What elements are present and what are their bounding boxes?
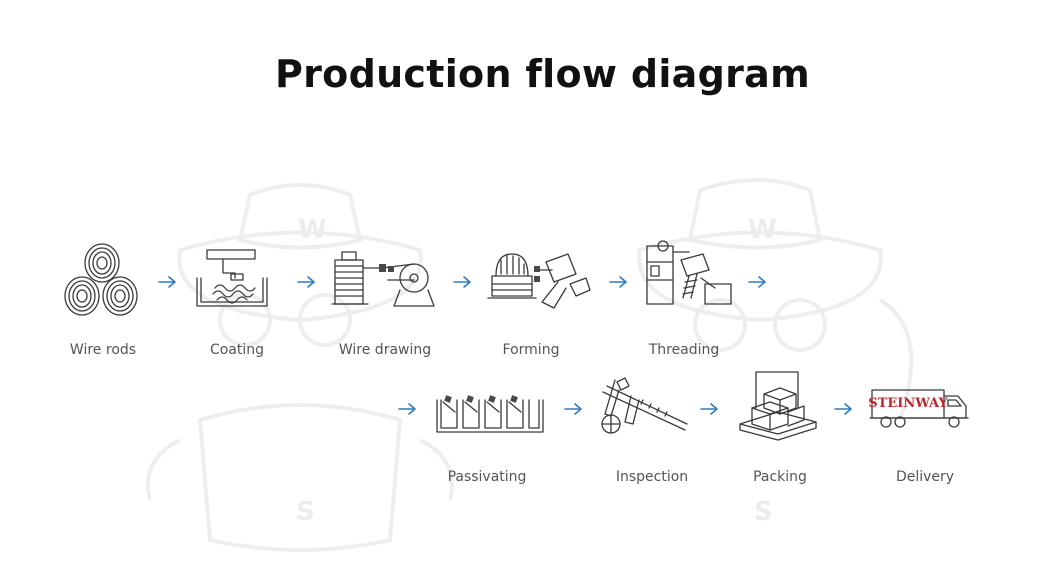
step-threading (645, 240, 735, 310)
step-label: Passivating (447, 469, 527, 485)
forming-press-icon (487, 253, 591, 309)
watermark-mascot-right (637, 178, 914, 421)
packed-boxes-icon (739, 371, 817, 441)
arrow-right-icon (609, 276, 627, 288)
watermark-letter: W (298, 215, 327, 245)
caliper-icon (601, 377, 688, 434)
passivating-tanks-icon (436, 395, 544, 433)
arrow-right-icon (564, 403, 582, 415)
step-coating (195, 248, 275, 313)
step-inspection (597, 377, 689, 442)
step-label: Inspection (615, 469, 689, 485)
diagram-title: Production flow diagram (274, 52, 810, 96)
step-forming (487, 246, 593, 314)
arrow-right-icon (748, 276, 766, 288)
watermark-letter: S (754, 497, 773, 527)
arrow-right-icon (297, 276, 315, 288)
arrow-right-icon (453, 276, 471, 288)
watermark-letter: W (748, 215, 777, 245)
step-label: Forming (502, 342, 560, 358)
step-label: Wire drawing (338, 342, 432, 358)
watermark-letter: S (296, 497, 315, 527)
step-packing (738, 368, 820, 441)
step-wire-rods (62, 238, 142, 323)
arrow-right-icon (700, 403, 718, 415)
wire-drawing-machine-icon (331, 251, 435, 307)
delivery-truck-icon: STEINWAY (868, 389, 969, 428)
step-passivating (435, 392, 547, 436)
arrow-right-icon (834, 403, 852, 415)
threading-machine-icon (646, 240, 732, 305)
arrow-right-icon (398, 403, 416, 415)
step-wire-drawing (331, 250, 437, 312)
coating-tank-icon (196, 249, 268, 307)
step-label: Delivery (895, 469, 955, 485)
step-delivery: STEINWAY (868, 388, 970, 430)
wire-coils-icon (64, 243, 138, 316)
step-label: Packing (753, 469, 807, 485)
watermark-mascot-left (146, 183, 454, 552)
truck-brand-text: STEINWAY (868, 396, 948, 411)
step-label: Wire rods (69, 342, 137, 358)
step-label: Coating (209, 342, 265, 358)
arrow-right-icon (158, 276, 176, 288)
step-label: Threading (648, 342, 720, 358)
